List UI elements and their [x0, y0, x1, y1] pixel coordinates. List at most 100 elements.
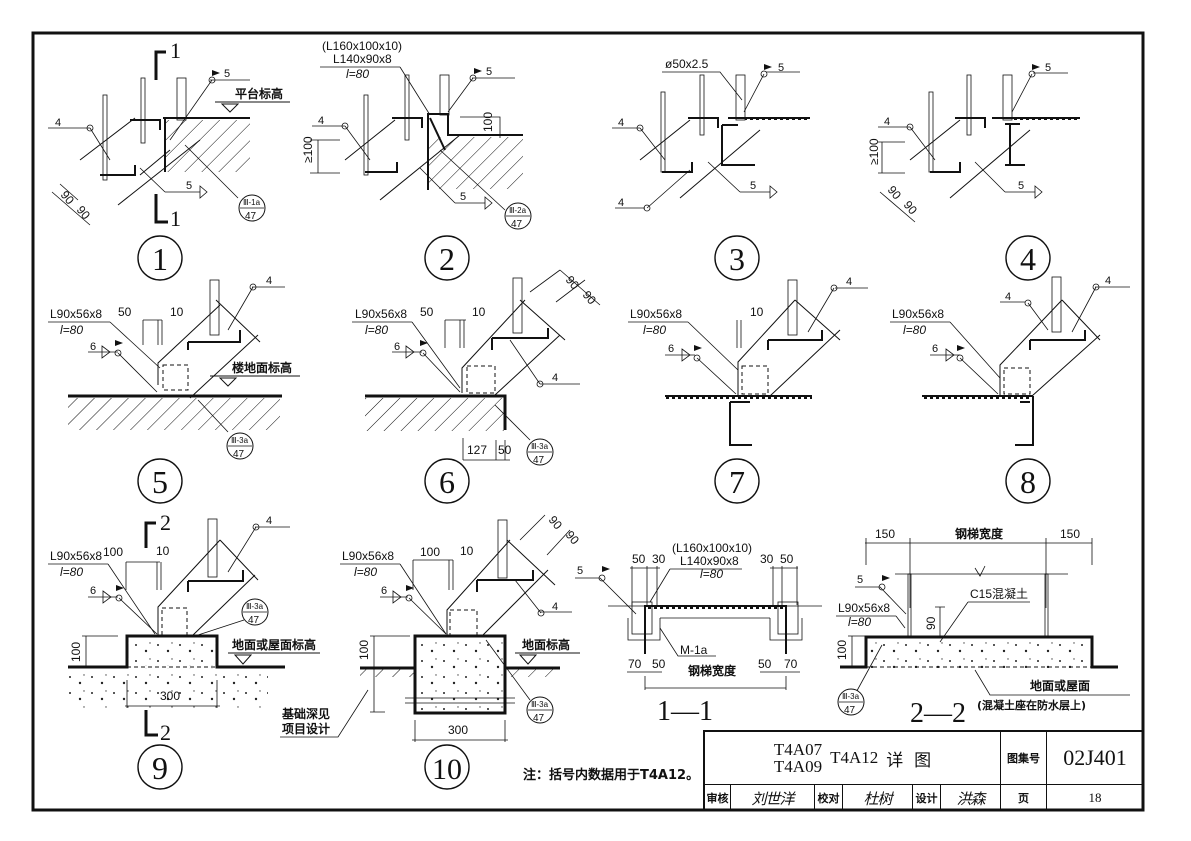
svg-text:地面或屋面标高: 地面或屋面标高: [232, 637, 316, 652]
weld-symbol: 4 5 5: [48, 68, 250, 199]
svg-text:70: 70: [628, 657, 642, 671]
dimension-127-50: 127 50: [462, 438, 512, 461]
detail-reference-bubble: Ⅲ-3a 47: [197, 399, 254, 460]
svg-text:L90x56x8: L90x56x8: [838, 601, 890, 615]
svg-text:10: 10: [432, 753, 462, 786]
profile-label: (L160x100x10) L140x90x8 l=80: [320, 39, 431, 116]
dimension-300: 300: [412, 720, 508, 742]
svg-text:Ⅲ-3a: Ⅲ-3a: [842, 692, 860, 701]
svg-text:5: 5: [186, 180, 192, 192]
title-block: T4A07 T4A09 T4A12 详 图 图集号 02J401 审核 刘世洋 …: [703, 730, 1143, 811]
svg-text:30: 30: [760, 552, 774, 566]
weld-symbol: 4 5 5: [878, 62, 1068, 199]
dimension-90-90: 90 90: [51, 183, 93, 226]
svg-text:10: 10: [472, 305, 486, 319]
svg-text:L90x56x8: L90x56x8: [342, 549, 394, 563]
title-codes: T4A07 T4A09 T4A12 详 图: [705, 732, 1001, 785]
svg-text:90: 90: [580, 288, 600, 307]
sheet-frame: [31, 31, 1145, 812]
svg-text:50: 50: [118, 305, 132, 319]
svg-text:47: 47: [511, 219, 523, 230]
weld-symbol: 6 4: [392, 339, 580, 393]
svg-text:L90x56x8: L90x56x8: [50, 549, 102, 563]
detail-reference-bubble: Ⅲ-2a 47: [439, 149, 532, 230]
svg-text:钢梯宽度: 钢梯宽度: [955, 526, 1004, 541]
page-number: 18: [1088, 790, 1102, 805]
svg-text:47: 47: [533, 713, 545, 724]
svg-text:4: 4: [884, 116, 890, 128]
svg-text:100: 100: [481, 112, 495, 132]
svg-text:ø50x2.5: ø50x2.5: [665, 57, 709, 71]
svg-text:4: 4: [552, 372, 558, 384]
svg-text:L90x56x8: L90x56x8: [355, 307, 407, 321]
svg-text:4: 4: [846, 276, 852, 288]
elevation-marker: 地面标高: [515, 637, 580, 665]
profile-label: L90x56x8 l=80: [890, 307, 1001, 379]
svg-text:l=80: l=80: [346, 67, 369, 81]
detail-number-5: 5: [137, 458, 183, 504]
svg-text:70: 70: [784, 657, 798, 671]
svg-text:50: 50: [652, 657, 666, 671]
title-code-2: T4A09: [773, 757, 823, 776]
pipe-label: ø50x2.5: [662, 57, 743, 101]
profile-label: L90x56x8 l=80: [352, 307, 461, 389]
svg-text:1: 1: [152, 241, 168, 277]
svg-text:47: 47: [248, 615, 260, 626]
svg-text:100: 100: [103, 545, 123, 559]
detail-number-4: 4: [1005, 235, 1051, 281]
dimension-bottom: 70 50 50 70 钢梯宽度: [627, 657, 800, 690]
dimension-90-90: 90 90: [529, 269, 601, 307]
section-cut-mark-2-top: 2: [144, 510, 171, 548]
svg-text:5: 5: [577, 565, 583, 577]
svg-text:L90x56x8: L90x56x8: [892, 307, 944, 321]
profile-label: L90x56x8 l=80: [836, 601, 906, 629]
dimension-10: 10: [736, 305, 764, 348]
atlas-number: 02J401: [1047, 732, 1143, 785]
svg-text:4: 4: [318, 115, 324, 127]
svg-text:地面标高: 地面标高: [522, 637, 570, 652]
svg-text:Ⅲ-3a: Ⅲ-3a: [531, 442, 549, 451]
svg-text:90: 90: [924, 616, 938, 630]
review-signature: 刘世洋: [731, 785, 815, 811]
svg-text:6: 6: [668, 343, 674, 355]
weld-symbol: 5: [855, 574, 907, 615]
svg-text:50: 50: [780, 552, 794, 566]
svg-text:Ⅲ-2a: Ⅲ-2a: [509, 206, 527, 215]
detail-number-7: 7: [714, 458, 760, 504]
svg-text:l=80: l=80: [643, 323, 666, 337]
svg-text:90: 90: [546, 513, 566, 532]
svg-text:90: 90: [885, 183, 905, 202]
dimension-90-90: 90 90: [519, 513, 582, 556]
profile-label: L90x56x8 l=80: [340, 549, 447, 635]
svg-text:30: 30: [652, 552, 666, 566]
dimension-100-10: 100 10: [412, 544, 474, 590]
svg-text:90: 90: [901, 198, 921, 217]
svg-text:50: 50: [498, 443, 512, 457]
title-code-1: T4A07: [773, 740, 823, 759]
svg-text:10: 10: [460, 544, 474, 558]
svg-text:150: 150: [875, 527, 895, 541]
atlas-number-label: 图集号: [1001, 732, 1047, 785]
check-signature: 杜树: [843, 785, 913, 811]
detail-7: L90x56x8 l=80 10 6 4 7: [628, 276, 868, 504]
svg-text:项目设计: 项目设计: [282, 721, 330, 736]
svg-text:C15混凝土: C15混凝土: [970, 586, 1028, 601]
weld-symbol: 6 4: [665, 276, 868, 395]
svg-text:127: 127: [467, 443, 487, 457]
weld-symbol: 6 4: [88, 275, 285, 393]
svg-text:平台标高: 平台标高: [235, 86, 283, 101]
detail-9: 2 2 L90x56x8 l=80 100 10 100: [48, 510, 320, 790]
svg-text:L140x90x8: L140x90x8: [680, 554, 739, 568]
svg-text:6: 6: [90, 585, 96, 597]
review-label: 审核: [705, 785, 731, 811]
svg-text:50: 50: [632, 552, 646, 566]
svg-text:4: 4: [266, 515, 272, 527]
dimension-top: 150 150 钢梯宽度: [865, 526, 1093, 608]
foundation-note: 基础深见 项目设计: [280, 689, 369, 738]
svg-text:2: 2: [160, 720, 171, 745]
svg-text:50: 50: [420, 305, 434, 319]
weld-symbol: 6 4 4: [930, 275, 1130, 395]
svg-text:l=80: l=80: [60, 565, 83, 579]
svg-text:l=80: l=80: [354, 565, 377, 579]
